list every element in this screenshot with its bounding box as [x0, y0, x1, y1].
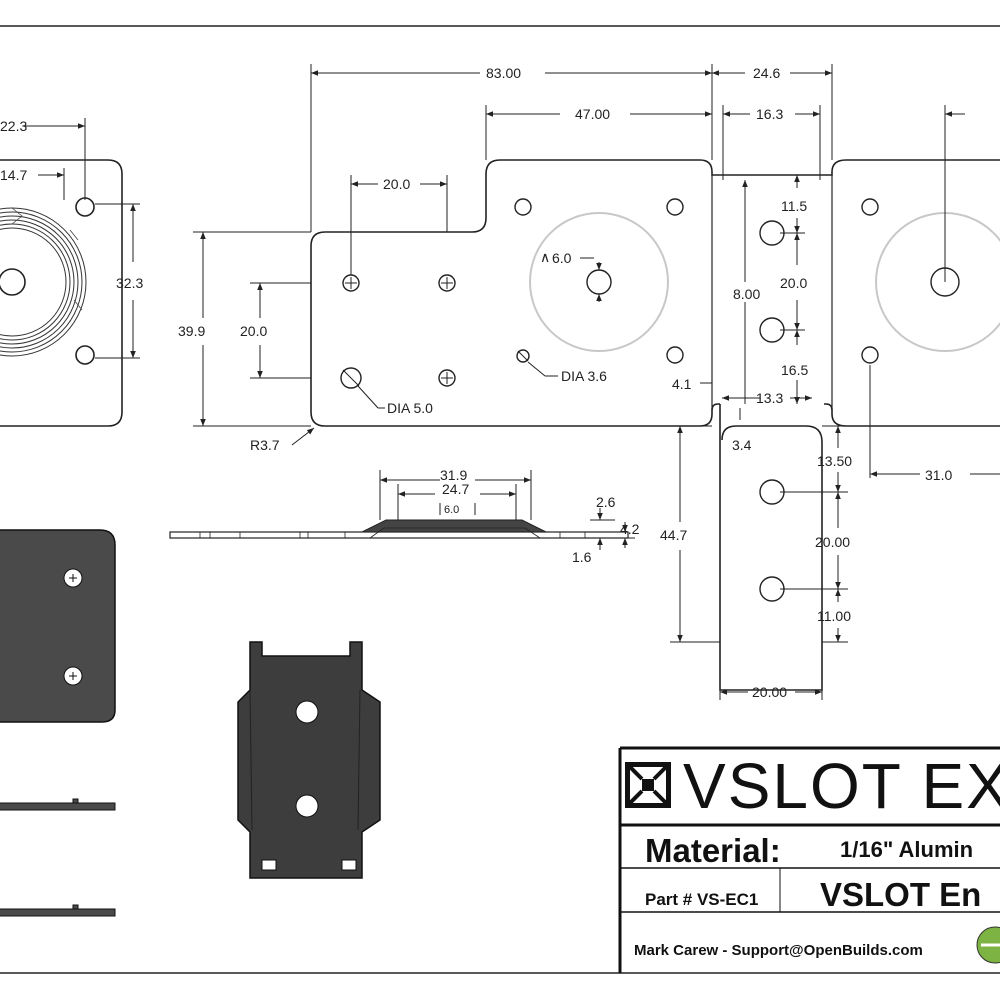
flat-pattern-outline — [310, 159, 1000, 691]
dim-16-5: 16.5 — [781, 362, 808, 378]
dim-r3-7: R3.7 — [250, 437, 280, 453]
dim-20-00-v: 20.00 — [815, 534, 850, 550]
dim-13-3: 13.3 — [756, 390, 783, 406]
dim-24-6: 24.6 — [753, 65, 780, 81]
dim-31: 31.0 — [925, 467, 952, 483]
material-label: Material: — [645, 832, 781, 869]
main-dim-lines — [193, 64, 1000, 700]
motor-plate-side-view — [0, 159, 123, 427]
dim-1-6: 1.6 — [572, 549, 592, 565]
mount-holes — [340, 198, 960, 602]
dim-dia-6-prefix: ∧ — [540, 249, 550, 265]
dim-20-left: 20.0 — [240, 323, 267, 339]
side-profile-dims — [379, 470, 635, 550]
dim-47: 47.00 — [575, 106, 610, 122]
dim-44-7: 44.7 — [660, 527, 687, 543]
dim-dia-5: DIA 5.0 — [387, 400, 433, 416]
left-plate-dims — [25, 118, 140, 359]
openbuilds-logo-icon — [976, 926, 1000, 964]
author-contact: Mark Carew - Support@OpenBuilds.com — [634, 942, 923, 959]
dim-16-3: 16.3 — [756, 106, 783, 122]
dim-14-7: 14.7 — [0, 167, 27, 183]
dim-8: 8.00 — [733, 286, 760, 302]
dim-32-3: 32.3 — [116, 275, 143, 291]
iso-edge-views — [0, 798, 116, 917]
side-profile — [169, 519, 629, 539]
dim-31-9: 31.9 — [440, 467, 467, 483]
logo-text: VSLOT EX — [683, 750, 1000, 822]
dim-22-3: 22.3 — [0, 118, 27, 134]
dim-11-5: 11.5 — [781, 198, 807, 214]
sheet-border — [0, 25, 1000, 974]
dim-dia-3-6: DIA 3.6 — [561, 368, 607, 384]
dim-83: 83.00 — [486, 65, 521, 81]
dim-20-mid: 20.0 — [780, 275, 807, 291]
iso-plate-view — [0, 529, 116, 723]
dim-20-top: 20.0 — [383, 176, 410, 192]
dim-4-2: 4.2 — [620, 521, 640, 537]
dim-6-0-small: 6.0 — [444, 504, 459, 516]
dim-dia-6: 6.0 — [552, 250, 572, 266]
vslot-logo-icon — [625, 762, 671, 808]
bearing-ring — [0, 207, 87, 357]
part-name: VSLOT En — [820, 876, 981, 913]
title-block — [618, 746, 1000, 973]
dim-4-1: 4.1 — [672, 376, 692, 392]
dim-13-50: 13.50 — [817, 453, 852, 469]
dim-39-9: 39.9 — [178, 323, 205, 339]
part-number: Part # VS-EC1 — [645, 890, 758, 909]
bearing-circles — [529, 212, 1000, 352]
material-value: 1/16" Alumin — [840, 837, 973, 862]
dim-3-4: 3.4 — [732, 437, 752, 453]
dim-11-00: 11.00 — [817, 608, 851, 624]
dim-20-00-h: 20.00 — [752, 684, 787, 700]
hole-centers — [342, 277, 529, 387]
dim-2-6: 2.6 — [596, 494, 616, 510]
iso-bracket-view — [237, 641, 381, 879]
dim-24-7: 24.7 — [442, 481, 469, 497]
